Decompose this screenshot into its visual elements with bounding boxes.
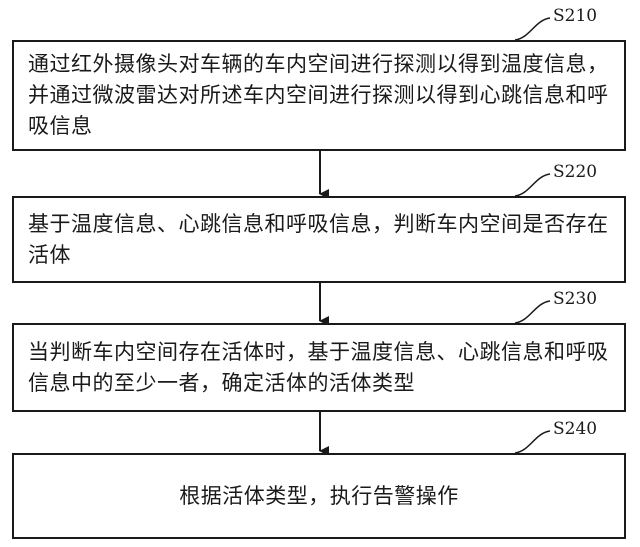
step-id-label: S230 <box>553 289 598 309</box>
process-box-s230: 当判断车内空间存在活体时，基于温度信息、心跳信息和呼吸信息中的至少一者，确定活体… <box>12 323 626 412</box>
process-box-s220: 基于温度信息、心跳信息和呼吸信息，判断车内空间是否存在活体 <box>12 196 626 283</box>
label-leader-s230 <box>514 300 551 324</box>
process-box-s210: 通过红外摄像头对车辆的车内空间进行探测以得到温度信息，并通过微波雷达对所述车内空… <box>12 40 626 151</box>
label-leader-s210 <box>514 17 551 41</box>
label-leader-s220 <box>514 173 551 197</box>
step-text: 根据活体类型，执行告警操作 <box>179 483 459 508</box>
step-text: 通过红外摄像头对车辆的车内空间进行探测以得到温度信息，并通过微波雷达对所述车内空… <box>28 52 609 138</box>
step-id-label: S220 <box>553 162 598 182</box>
process-box-s240: 根据活体类型，执行告警操作 <box>12 453 626 539</box>
step-id-label: S240 <box>553 419 598 439</box>
step-text: 基于温度信息、心跳信息和呼吸信息，判断车内空间是否存在活体 <box>28 211 609 267</box>
step-id-label: S210 <box>553 6 598 26</box>
step-text: 当判断车内空间存在活体时，基于温度信息、心跳信息和呼吸信息中的至少一者，确定活体… <box>28 339 609 395</box>
label-leader-s240 <box>514 430 551 454</box>
